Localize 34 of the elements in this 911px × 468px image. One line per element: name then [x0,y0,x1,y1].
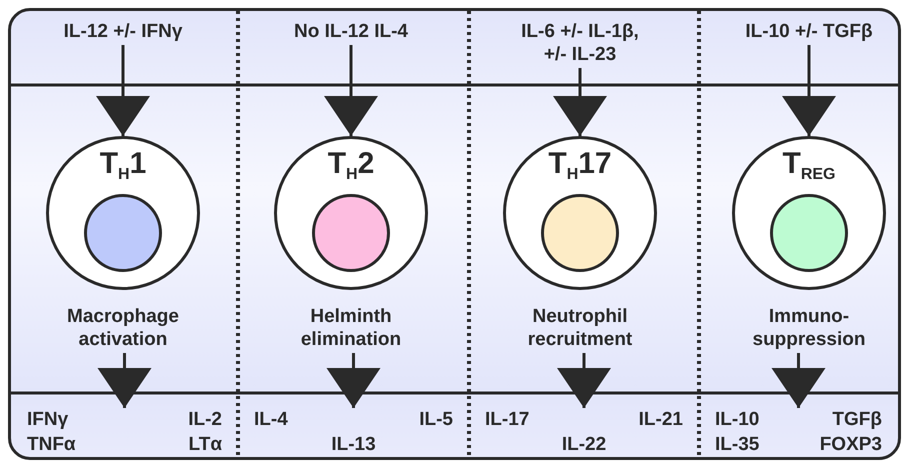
cell-type-label: T$_{H}$17 [547,147,613,185]
cytokine-label: TNFα [27,433,76,456]
cell-type-label: T$_{REG}$ [782,147,836,185]
cytokine-label: IL-10 [715,408,760,431]
arrow [98,353,152,408]
cytokine-label: IL-13 [331,433,376,456]
arrow [772,353,826,408]
arrow [96,45,150,136]
cytokine-label: FOXP3 [820,433,882,456]
arrow [326,353,380,408]
cytokine-label: IL-22 [562,433,606,456]
cytokine-label: IFNγ [27,408,68,431]
cytokine-label: IL-10 +/- TGFβ [744,20,874,43]
function-label: Neutrophil recruitment [505,305,655,351]
arrow [553,68,607,136]
cytokine-label: IL-12 +/- IFNγ [58,20,188,43]
cell-type-label: T$_{H}$1 [98,147,148,185]
cytokine-label: TGFβ [832,408,882,431]
arrow [557,353,611,408]
cell-type-label: T$_{H}$2 [326,147,376,185]
arrow [782,45,836,136]
cytokine-label: IL-4 [254,408,288,431]
function-label: Helminth elimination [276,305,426,351]
cytokine-label: IL-21 [638,408,683,431]
cytokine-label: No IL-12 IL-4 [286,20,416,43]
arrow [324,45,378,136]
cytokine-label: IL-17 [485,408,530,431]
cytokine-label: IL-35 [715,433,760,456]
function-label: Macrophage activation [48,305,198,351]
function-label: Immuno- suppression [734,305,884,351]
cytokine-label: IL-6 +/- IL-1β, +/- IL-23 [515,20,645,66]
cytokine-label: IL-5 [419,408,453,431]
cytokine-label: LTα [188,433,222,456]
cytokine-label: IL-2 [188,408,222,431]
